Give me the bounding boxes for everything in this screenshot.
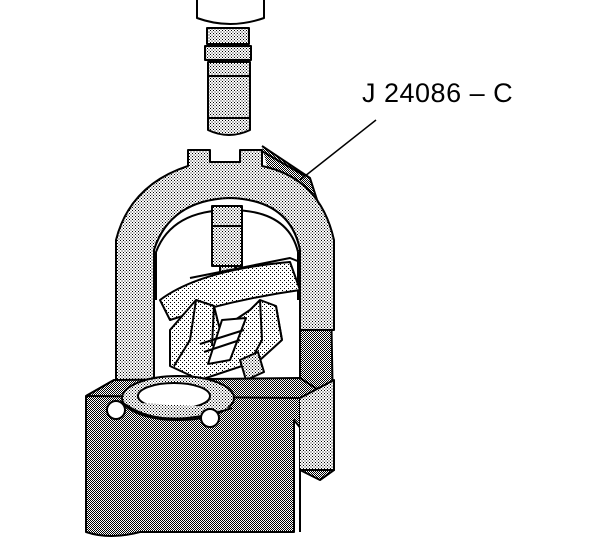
connecting-rod (169, 299, 283, 381)
locating-pins (106, 400, 220, 428)
rod-big-end (121, 375, 235, 421)
press-ram (196, 0, 265, 136)
callout-leader-line (299, 119, 377, 181)
tool-number-label: J 24086 – C (362, 78, 514, 108)
